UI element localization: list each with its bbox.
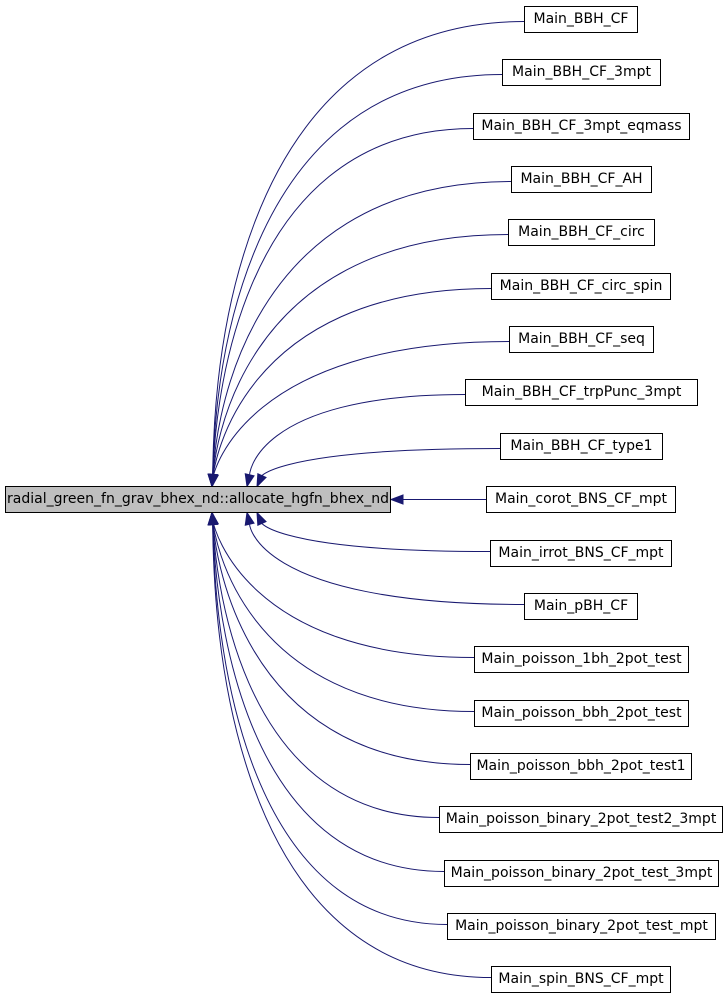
caller-node[interactable]: Main_BBH_CF_type1: [500, 433, 663, 460]
edge-arrowhead: [207, 511, 218, 526]
caller-node[interactable]: Main_BBH_CF_circ_spin: [491, 273, 671, 300]
edge: [212, 524, 440, 818]
edge-arrowhead: [389, 494, 404, 505]
caller-node[interactable]: Main_BBH_CF_AH: [511, 166, 652, 193]
root-node[interactable]: radial_green_fn_grav_bhex_nd::allocate_h…: [5, 486, 391, 513]
edge: [213, 524, 475, 658]
caller-node[interactable]: Main_poisson_binary_2pot_test2_3mpt: [439, 806, 723, 833]
edge: [212, 21, 525, 475]
caller-node[interactable]: Main_poisson_bbh_2pot_test: [474, 700, 689, 727]
edge: [212, 288, 492, 475]
caller-node[interactable]: Main_spin_BNS_CF_mpt: [491, 966, 671, 993]
caller-node[interactable]: Main_BBH_CF_3mpt: [502, 59, 661, 86]
caller-node[interactable]: Main_poisson_binary_2pot_test_mpt: [447, 913, 716, 940]
edge-arrowhead: [244, 511, 255, 526]
caller-node[interactable]: Main_pBH_CF: [524, 593, 638, 620]
caller-node[interactable]: Main_BBH_CF: [524, 6, 638, 33]
edge: [249, 523, 525, 605]
edge: [260, 522, 491, 552]
edge: [249, 394, 466, 476]
edge: [212, 74, 503, 475]
edge: [212, 524, 475, 712]
edge: [260, 448, 501, 477]
edge: [212, 524, 471, 765]
edge: [212, 524, 448, 925]
caller-node[interactable]: Main_corot_BNS_CF_mpt: [486, 486, 676, 513]
edge: [213, 341, 510, 475]
caller-node[interactable]: Main_irrot_BNS_CF_mpt: [490, 540, 672, 567]
edge-arrowhead: [244, 473, 255, 488]
edge-arrowhead: [208, 473, 220, 488]
caller-node[interactable]: Main_poisson_bbh_2pot_test1: [470, 753, 692, 780]
edge: [212, 234, 509, 475]
edge: [212, 524, 445, 872]
edge: [212, 128, 474, 475]
caller-node[interactable]: Main_BBH_CF_seq: [509, 326, 654, 353]
edge: [212, 181, 512, 475]
caller-node[interactable]: Main_BBH_CF_trpPunc_3mpt: [465, 379, 698, 406]
caller-node[interactable]: Main_BBH_CF_circ: [508, 219, 655, 246]
caller-node[interactable]: Main_BBH_CF_3mpt_eqmass: [473, 113, 690, 140]
edge: [212, 524, 492, 978]
caller-node[interactable]: Main_poisson_1bh_2pot_test: [474, 646, 689, 673]
caller-node[interactable]: Main_poisson_binary_2pot_test_3mpt: [444, 860, 719, 887]
